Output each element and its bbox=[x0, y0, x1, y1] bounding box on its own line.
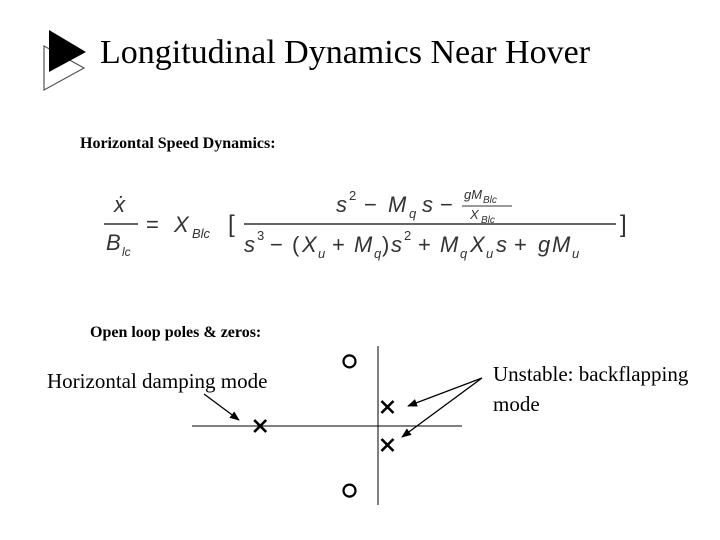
svg-text:s: s bbox=[422, 192, 433, 217]
svg-text:−: − bbox=[364, 192, 377, 217]
gain-subscript: Blc bbox=[192, 226, 211, 241]
close-bracket: ] bbox=[620, 211, 627, 238]
svg-text:−: − bbox=[270, 232, 283, 257]
zero-upper-marker bbox=[342, 354, 357, 369]
svg-text:s: s bbox=[496, 232, 507, 257]
svg-text:X: X bbox=[469, 232, 486, 257]
svg-text:2: 2 bbox=[349, 188, 356, 203]
svg-text:q: q bbox=[409, 206, 417, 221]
damping-arrow bbox=[203, 393, 240, 421]
open-loop-poles-label: Open loop poles & zeros: bbox=[90, 324, 262, 341]
horizontal-speed-label: Horizontal Speed Dynamics: bbox=[80, 135, 276, 152]
svg-text:s: s bbox=[244, 232, 255, 257]
pole-zero-markers bbox=[253, 354, 395, 498]
svg-text:g: g bbox=[538, 232, 551, 257]
play-triangle-icon bbox=[43, 30, 86, 92]
svg-text:Blc: Blc bbox=[483, 195, 497, 206]
svg-text:M: M bbox=[388, 192, 407, 217]
damping-pole-marker bbox=[253, 419, 268, 433]
svg-text:M: M bbox=[354, 232, 373, 257]
svg-text:s: s bbox=[391, 232, 402, 257]
svg-text:+: + bbox=[332, 232, 345, 257]
lhs-denominator-sub: lc bbox=[122, 245, 131, 259]
svg-text:+: + bbox=[418, 232, 431, 257]
svg-text:q: q bbox=[460, 246, 468, 261]
svg-text:u: u bbox=[318, 246, 325, 261]
svg-text:X: X bbox=[301, 232, 318, 257]
tf-numerator: s 2 − M q s − gM Blc X Blc bbox=[336, 187, 512, 226]
unstable-pole-upper-marker bbox=[380, 400, 395, 414]
lhs-numerator: ẋ bbox=[113, 192, 126, 217]
open-bracket: [ bbox=[228, 211, 235, 238]
svg-text:3: 3 bbox=[257, 228, 264, 243]
svg-text:): ) bbox=[382, 232, 389, 257]
svg-text:s: s bbox=[336, 192, 347, 217]
transfer-function-equation: ẋ B lc = X Blc [ s 2 − M q s − gM Blc X … bbox=[104, 187, 627, 261]
svg-text:−: − bbox=[440, 192, 453, 217]
unstable-arrow-upper bbox=[407, 377, 483, 407]
svg-text:+: + bbox=[514, 232, 527, 257]
svg-text:M: M bbox=[552, 232, 571, 257]
unstable-pole-lower-marker bbox=[380, 438, 395, 452]
svg-text:u: u bbox=[572, 246, 579, 261]
svg-text:q: q bbox=[374, 246, 382, 261]
slide-title: Longitudinal Dynamics Near Hover bbox=[100, 34, 591, 71]
equals-sign: = bbox=[146, 212, 159, 237]
tf-denominator: s 3 − ( X u + M q ) s 2 + M q X u s + g … bbox=[244, 228, 579, 261]
svg-text:Blc: Blc bbox=[481, 215, 495, 226]
lhs-denominator: B bbox=[106, 230, 121, 255]
svg-text:u: u bbox=[486, 246, 493, 261]
inner-fraction-numerator: gM bbox=[464, 187, 482, 202]
damping-mode-note: Horizontal damping mode bbox=[47, 369, 268, 393]
svg-text:2: 2 bbox=[404, 228, 411, 243]
svg-text:(: ( bbox=[292, 232, 300, 257]
svg-text:M: M bbox=[440, 232, 459, 257]
inner-fraction-denominator: X bbox=[469, 207, 480, 222]
gain-symbol: X bbox=[173, 212, 190, 237]
unstable-arrow-lower bbox=[401, 377, 483, 438]
zero-lower-marker bbox=[342, 483, 357, 498]
unstable-mode-note: Unstable: backflapping mode bbox=[493, 362, 689, 416]
